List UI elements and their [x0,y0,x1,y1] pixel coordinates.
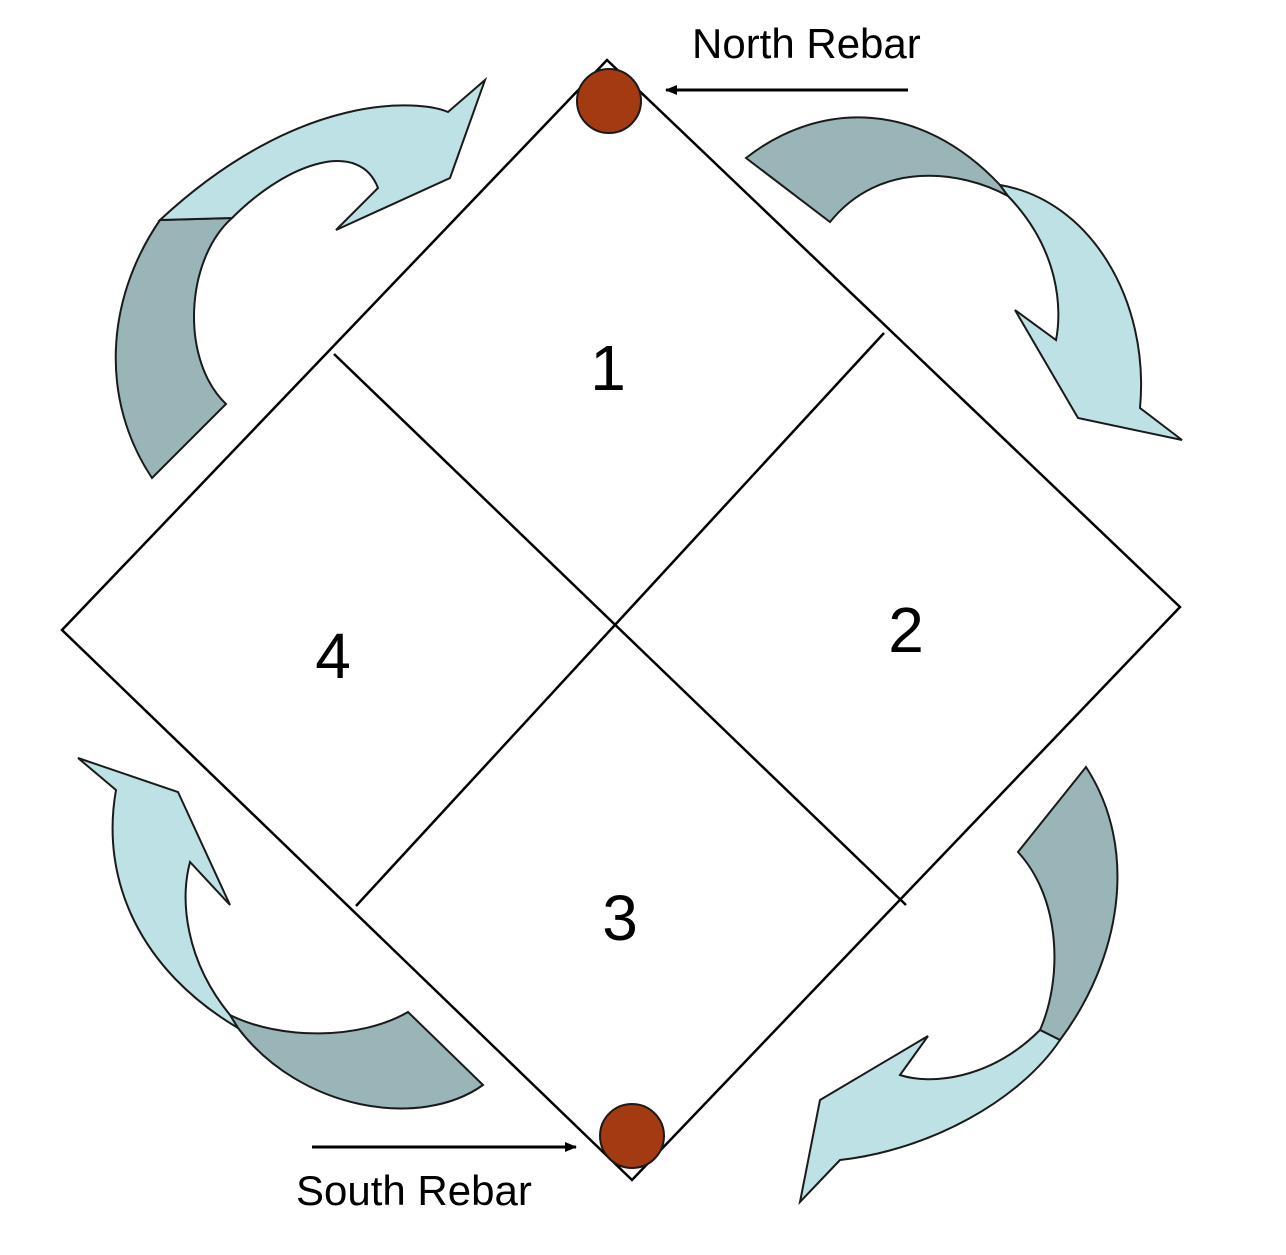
rotation-arrow-bottom-left-tail [227,1010,485,1110]
quadrant-labels: 1 2 3 4 [315,332,924,954]
rotation-arrow-top-right [744,116,1183,441]
rotation-arrow-bottom-right [798,765,1119,1206]
south-rebar-marker [599,1103,665,1169]
rebar-callouts: North Rebar South Rebar [296,20,921,1214]
quadrant-1-label: 1 [590,332,626,404]
diamond-outline [60,58,1182,1182]
quadrant-3-label: 3 [602,882,638,954]
north-rebar-label: North Rebar [692,20,921,67]
rotation-arrow-bottom-right-tail [1016,765,1119,1042]
rotation-arrow-bottom-right-head [798,1028,1062,1206]
rotation-arrow-top-left-tail [114,216,235,480]
north-rebar-marker [576,68,642,134]
rotation-arrow-top-right-tail [744,116,1009,224]
grid-divider-nw-se [333,353,907,906]
rotation-arrow-bottom-left-head [77,757,239,1029]
rotation-arrow-bottom-left [77,757,485,1110]
quadrant-2-label: 2 [888,594,924,666]
rebars [576,68,665,1169]
rotation-arrow-top-left-head [157,76,488,231]
south-rebar-label: South Rebar [296,1167,532,1214]
rotation-arrow-top-left [114,76,488,480]
grid-divider-ne-sw [355,332,885,907]
rotation-arrow-top-right-head [997,183,1183,441]
quadrant-4-label: 4 [315,620,351,692]
diamond-grid [60,58,1182,1182]
rotation-arrows [77,76,1183,1206]
